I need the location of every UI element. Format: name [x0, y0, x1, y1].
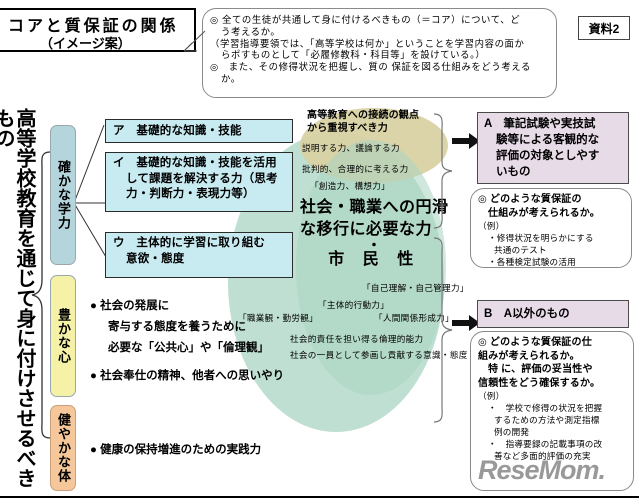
- circle-tag-self-management: 「自己理解・自己管理力」: [362, 283, 469, 293]
- circle-note-ethical: 社会的責任を担い得る倫理的能力: [290, 334, 424, 344]
- title-box: コアと質保証の関係 （イメージ案）: [0, 8, 196, 52]
- callout-line: らポすものとして「必履修教科・科目等」を設けている。）: [221, 49, 486, 61]
- ability-box-u-line2: 意欲・態度: [126, 252, 185, 265]
- callout-b-line3: 特 に、評価の妥当性や: [488, 364, 593, 375]
- result-box-a: A 筆記試験や実技試 験等による客観的な 評価の対象としやす いもの: [477, 112, 629, 184]
- callout-quality-assurance-b: ◎ どのような質保証の仕 組みが考えられるか。 特 に、評価の妥当性や 信頼性を…: [470, 331, 634, 491]
- callout-a-line5: 共通のテスト: [494, 245, 547, 255]
- arrow-to-box-b-icon: [452, 315, 480, 331]
- circle-tag-proactive: 「主体的行動力」: [318, 300, 390, 310]
- left-curly-brace-icon: [31, 151, 51, 439]
- result-box-a-line4: いもの: [496, 166, 531, 178]
- ability-box-i-line3: 力・判断力・表現力等）: [126, 188, 255, 200]
- circle-tag-relationship: 「人間関係形成力」: [374, 313, 455, 323]
- page-title: コアと質保証の関係: [8, 18, 179, 35]
- callout-b-line8: 例の開発: [494, 427, 530, 437]
- category-pill-academic-ability: 確かな学力: [50, 125, 76, 265]
- callout-b-line5: （例）: [478, 391, 505, 401]
- right-curly-brace-bottom-icon: [433, 237, 453, 423]
- circle-tag-work-view: 「職業観・勤労観」: [238, 313, 319, 323]
- callout-a-line3: （例）: [478, 221, 505, 231]
- bullet-social-development: ● 社会の発展に 寄与する態度を養うために 必要な「公共心」や「倫理観」: [90, 296, 269, 359]
- circle-sub-creative: 「創造力、構想力」: [310, 181, 391, 191]
- callout-line: ◎ 全ての生徒が共通して身に付けるべきもの（＝コア）について、ど: [210, 14, 521, 25]
- result-box-b: B A以外のもの: [477, 300, 629, 328]
- callout-a-line4: ・修得状況を明らかにする: [488, 233, 594, 243]
- callout-b-line7: するための方法や測定指標: [494, 415, 600, 425]
- ability-box-a-line1: ア 基礎的な知識・技能: [113, 125, 242, 137]
- circle-sub-critical: 批判的、合理的に考える力: [302, 164, 409, 174]
- left-vertical-heading: 高等学校教育を通じて身に付けさせるべきもの: [0, 108, 35, 488]
- callout-line: ◎ また、その修得状況を把握し、質の 保証を図る仕組みをどう考える: [210, 61, 531, 73]
- callout-quality-assurance-a: ◎ どのような質保証の 仕組みが考えられるか。 （例） ・修得状況を明らかにする…: [470, 188, 632, 268]
- circle-top-label: 高等教育への接続の観点 から重視すべき力: [307, 110, 419, 135]
- result-box-a-line3: 評価の対象としやす: [496, 150, 600, 162]
- right-curly-brace-top-icon: [433, 113, 453, 229]
- bullet-1-line1: ● 社会の発展に: [90, 300, 170, 312]
- category-pill-healthy-body: 健やかな体: [50, 405, 76, 491]
- ability-box-u: ウ 主体的に学習に取り組む 意欲・態度: [105, 232, 293, 278]
- callout-b-line10: 善など多面的評価の充実: [494, 451, 591, 461]
- ability-box-i-line2: して課題を解決する力（思考: [126, 172, 278, 185]
- result-box-a-line2: 験等による客観的な: [496, 134, 600, 146]
- circle-note-participation: 社会の一員として参画し貢献する意識・態度: [290, 350, 468, 360]
- bullet-volunteer-spirit: ● 社会奉仕の精神、他者への思いやり: [90, 370, 285, 382]
- title-pointer-icon: [183, 30, 206, 52]
- bullet-1-line2: 寄与する態度を養うために: [108, 321, 246, 333]
- top-question-callout: ◎ 全ての生徒が共通して身に付けるべきもの（＝コア）について、ど う考えるか。 …: [202, 8, 557, 98]
- callout-a-line2: 仕組みが考えられるか。: [488, 207, 600, 219]
- circle-top-label-line2: から重視すべき力: [307, 122, 388, 134]
- callout-line: （学習指導要領では、「高等学校は何か」ということを学習内容の面か: [210, 37, 525, 49]
- circle-main-dot: ・: [367, 237, 382, 253]
- callout-b-line2: 組みが考えられるか。: [478, 350, 580, 362]
- callout-b-line4: 信頼性をどう確保するか。: [478, 377, 601, 389]
- category-pill-rich-heart: 豊かな心: [50, 275, 76, 397]
- circle-main-line2: な移行に必要な力: [300, 221, 433, 238]
- circle-main-label: 社会・職業への円滑 な移行に必要な力 ・ 市 民 性: [300, 197, 449, 271]
- ability-box-i-line1: イ 基礎的な知識・技能を活用: [113, 157, 277, 169]
- ability-box-a: ア 基礎的な知識・技能: [105, 119, 293, 143]
- callout-a-line6: ・各種検定試験の活用: [488, 257, 576, 267]
- ability-box-u-line1: ウ 主体的に学習に取り組む: [113, 237, 266, 249]
- site-watermark: ReseMom.: [478, 455, 606, 485]
- callout-b-line6: ・ 学校で修得の状況を把握: [488, 403, 603, 413]
- circle-main-line1: 社会・職業への円滑: [300, 199, 449, 216]
- callout-b-line9: ・ 指導要録の記載事項の改: [488, 439, 603, 449]
- bullet-1-line3: 必要な「公共心」や「倫理観」: [108, 342, 269, 354]
- ability-box-i: イ 基礎的な知識・技能を活用 して課題を解決する力（思考 力・判断力・表現力等）: [105, 152, 293, 212]
- circle-main-line3: 市 民 性: [328, 251, 421, 268]
- document-number-label: 資料2: [578, 16, 630, 40]
- circle-top-label-line1: 高等教育への接続の観点: [307, 110, 420, 121]
- callout-line: う考えるか。: [221, 25, 281, 37]
- result-box-a-line1: A 筆記試験や実技試: [484, 118, 596, 130]
- society-career-inner-circle: [296, 140, 446, 395]
- callout-b-line1: ◎ どのような質保証の仕: [478, 337, 592, 348]
- callout-line: か。: [221, 72, 241, 84]
- bullet-health-practice: ● 健康の保持増進のための実践力: [90, 444, 262, 456]
- arrow-to-box-a-icon: [452, 133, 480, 149]
- callout-a-line1: ◎ どのような質保証の: [478, 194, 582, 205]
- circle-sub-explain: 説明する力、議論する力: [302, 143, 400, 153]
- page-subtitle: （イメージ案）: [40, 36, 131, 51]
